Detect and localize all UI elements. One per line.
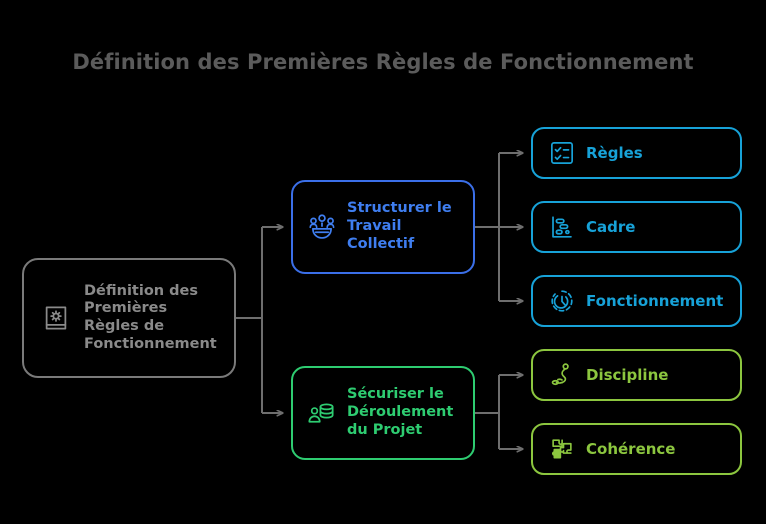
checklist-icon: [542, 139, 582, 167]
leaf-node-cadre[interactable]: Cadre: [531, 201, 742, 253]
page-title: Définition des Premières Règles de Fonct…: [72, 50, 694, 74]
branch-node-structurer-le-travail-collectif[interactable]: Structurer le Travail Collectif: [291, 180, 475, 274]
leaf-node-fonctionnement[interactable]: Fonctionnement: [531, 275, 742, 327]
root-node[interactable]: Définition des Premières Règles de Fonct…: [22, 258, 236, 378]
gantt-chart-icon: [542, 213, 582, 241]
leaf-node-label: Discipline: [586, 365, 669, 384]
leaf-node-label: Cadre: [586, 217, 636, 236]
team-gear-icon: [299, 211, 345, 243]
leaf-node-label: Règles: [586, 143, 643, 162]
leaf-node-label: Fonctionnement: [586, 291, 724, 310]
leaf-node-regles[interactable]: Règles: [531, 127, 742, 179]
leaf-node-label: Cohérence: [586, 439, 676, 458]
puzzle-pieces-icon: [542, 435, 582, 463]
leaf-node-coherence[interactable]: Cohérence: [531, 423, 742, 475]
database-person-icon: [299, 397, 345, 429]
clock-timer-icon: [542, 287, 582, 315]
branch-node-securiser-le-deroulement-du-projet[interactable]: Sécuriser le Déroulement du Projet: [291, 366, 475, 460]
root-node-label: Définition des Premières Règles de Fonct…: [84, 282, 217, 352]
book-gear-icon: [34, 303, 78, 333]
leaf-node-discipline[interactable]: Discipline: [531, 349, 742, 401]
branch-node-label: Sécuriser le Déroulement du Projet: [347, 386, 454, 438]
branch-node-label: Structurer le Travail Collectif: [347, 200, 452, 252]
kneeling-person-icon: [542, 361, 582, 389]
